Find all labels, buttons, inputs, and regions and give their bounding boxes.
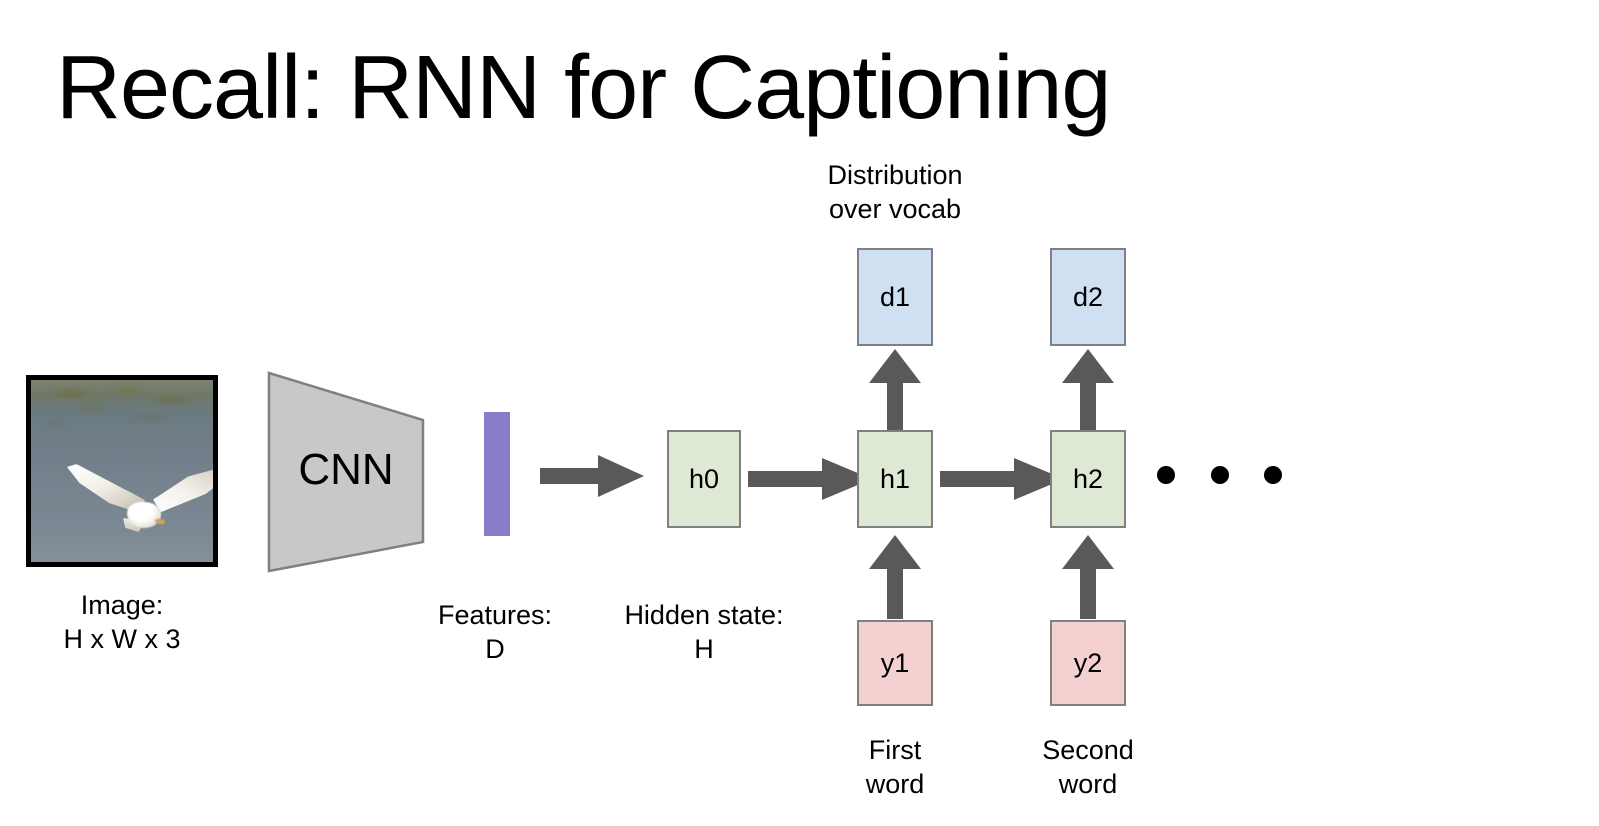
word-node-y2-label: y2 [1073,647,1103,678]
cnn-label: CNN [298,445,394,494]
hidden-node-h2: h2 [1050,430,1126,528]
hidden-node-h2-label: h2 [1072,463,1104,494]
hidden-node-h1: h1 [857,430,933,528]
cnn-trapezoid-icon [267,371,425,573]
distribution-node-d2-label: d2 [1072,281,1104,312]
image-caption: Image: H x W x 3 [63,590,181,654]
word-node-y2: y2 [1050,620,1126,706]
word-node-y1: y1 [857,620,933,706]
water-reflection-band [31,384,213,436]
ellipsis-dots [1157,464,1282,486]
ellipsis-dot [1157,466,1175,484]
ellipsis-dot [1210,466,1229,484]
distribution-caption: Distribution over vocab [827,160,963,224]
arrow-y1-to-h1 [869,535,921,619]
hidden-state-caption: Hidden state: H [624,600,784,664]
word-node-y1-caption: First word [865,735,925,799]
arrow-h0-to-h1 [748,458,872,500]
arrow-h1-to-h2 [940,458,1064,500]
arrow-features-to-h0 [540,455,644,497]
word-node-y2-caption: Second word [1042,735,1134,799]
hidden-node-h0: h0 [667,430,741,528]
hidden-node-h1-label: h1 [879,463,911,494]
features-caption: Features: D [437,600,553,664]
water-reflection-band-lower [31,434,213,484]
cnn-block: CNN [266,370,426,574]
distribution-node-d1-label: d1 [879,281,911,312]
distribution-node-d1: d1 [857,248,933,346]
ellipsis-dot [1264,466,1282,484]
feature-vector-bar [484,412,510,536]
arrow-h2-to-d2 [1062,349,1114,433]
page-title: Recall: RNN for Captioning [56,38,1111,138]
input-image-thumbnail [26,375,218,567]
arrow-h1-to-d1 [869,349,921,433]
hidden-node-h0-label: h0 [688,463,720,494]
distribution-node-d2: d2 [1050,248,1126,346]
word-node-y1-label: y1 [880,647,910,678]
arrow-y2-to-h2 [1062,535,1114,619]
